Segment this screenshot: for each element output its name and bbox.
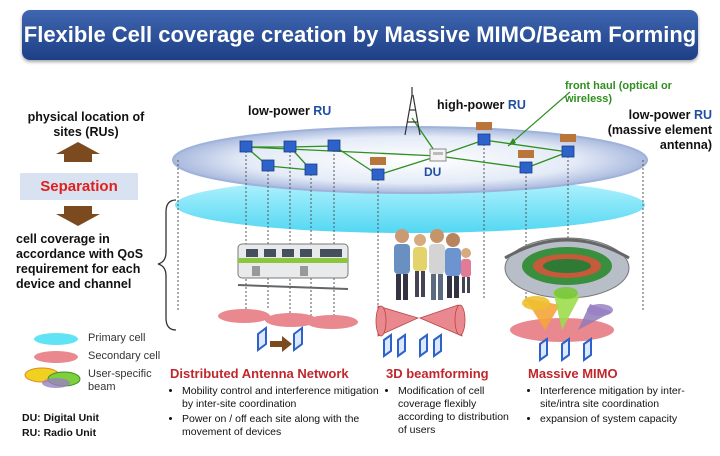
3d-beams (375, 304, 466, 337)
legend-user-beam-label: User-specific beam (88, 368, 152, 393)
section-title: 3D beamforming (386, 366, 489, 381)
legend-primary-label: Primary cell (88, 332, 146, 344)
legend-primary-swatch (34, 333, 78, 345)
high-power-tower-icon (404, 87, 421, 136)
bullet: expansion of system capacity (540, 413, 708, 426)
legend-secondary-swatch (34, 351, 78, 363)
page-title: Flexible Cell coverage creation by Massi… (22, 10, 698, 60)
separation-label: Separation (20, 173, 138, 200)
section-title: Distributed Antenna Network (170, 366, 349, 381)
handover-arrow-icon (270, 336, 292, 352)
primary-cell-coverage (175, 177, 645, 233)
massive-mimo-beams (510, 287, 614, 342)
low-power-ru-massive-label: low-power RU (massive element antenna) (607, 108, 712, 152)
front-haul-pointer (507, 91, 571, 147)
cell-coverage-label: cell coverage in accordance with QoS req… (16, 232, 144, 291)
du-label: DU (424, 165, 442, 179)
massive-antenna-icons (370, 122, 576, 165)
section-3d-beamforming: 3D beamforming Modification of cell cove… (386, 366, 516, 439)
legend-beam-swatch (24, 367, 81, 388)
brace (157, 199, 177, 331)
people-image (394, 229, 471, 300)
physical-location-label: physical location of sites (RUs) (27, 110, 145, 139)
low-power-ru-label: low-power RU (248, 104, 332, 118)
bullet: Power on / off each site along with the … (182, 413, 380, 439)
train-image (237, 243, 349, 290)
arrow-down-icon (56, 206, 100, 226)
section-distributed-antenna: Distributed Antenna Network Mobility con… (170, 366, 380, 441)
antenna-arrays (257, 326, 592, 362)
low-power-ru-icons (239, 133, 575, 181)
arrow-up-icon (56, 142, 100, 162)
bullet: Mobility control and interference mitiga… (182, 385, 380, 411)
legend-secondary-label: Secondary cell (88, 350, 161, 362)
abbrev-ru: RU: Radio Unit (22, 427, 97, 439)
front-haul-label: front haul (optical or wireless) (565, 80, 672, 105)
section-title: Massive MIMO (528, 366, 618, 381)
abbrev-du: DU: Digital Unit (22, 412, 99, 424)
section-massive-mimo: Massive MIMO Interference mitigation by … (528, 366, 708, 428)
high-power-ru-label: high-power RU (437, 98, 526, 112)
du-box-icon (429, 148, 447, 162)
bullet: Modification of cell coverage flexibly a… (398, 385, 516, 437)
bullet: Interference mitigation by inter-site/in… (540, 385, 708, 411)
secondary-cells-train (218, 309, 358, 329)
